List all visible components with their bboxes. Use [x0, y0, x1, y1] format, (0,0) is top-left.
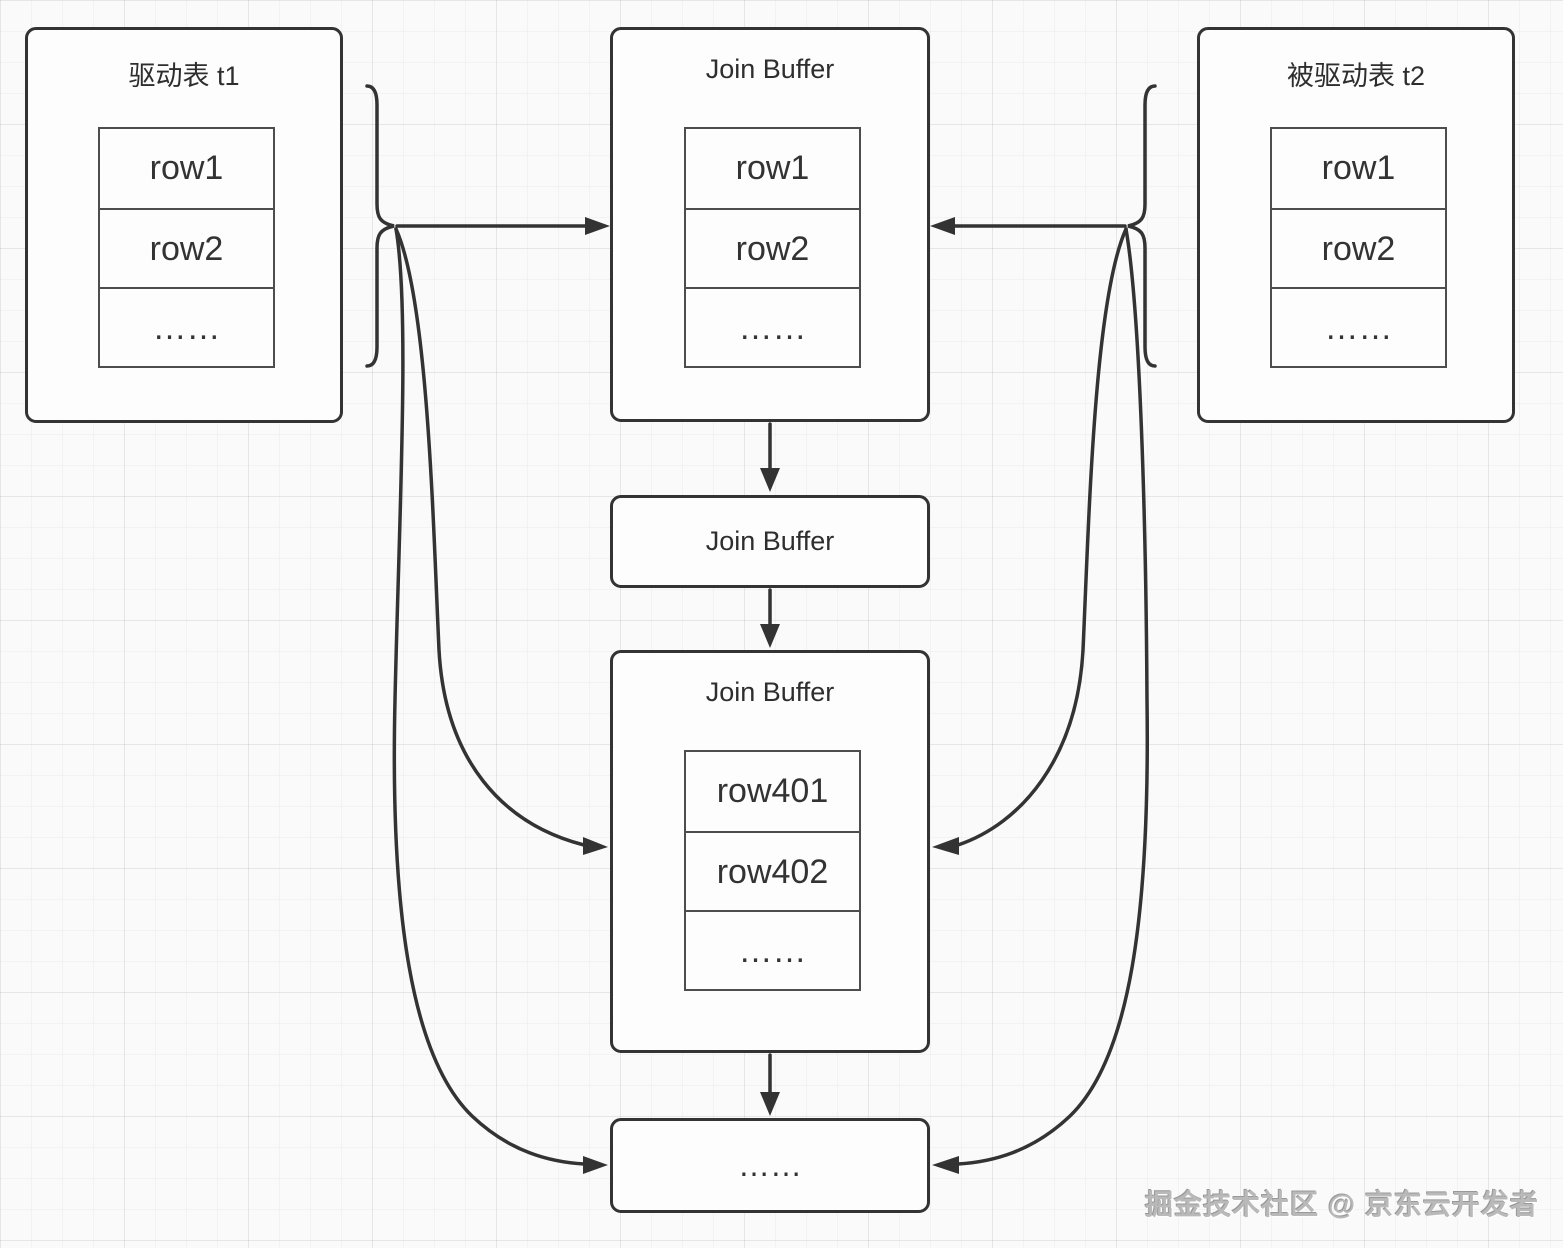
t1-row-table: row1 row2 ……	[98, 127, 275, 368]
table-row: row2	[100, 208, 273, 287]
box-join-buffer-top-title: Join Buffer	[705, 54, 835, 84]
table-row: ……	[686, 910, 859, 989]
arrow-joinbuffer-down1-head	[760, 468, 780, 492]
table-row: row2	[686, 208, 859, 287]
table-row: row1	[149, 149, 224, 187]
table-row: row1	[1321, 149, 1396, 187]
box-join-buffer-bottom: Join Buffer row401 row402 ……	[610, 650, 930, 1053]
join-buffer-bottom-row-table: row401 row402 ……	[684, 750, 861, 991]
curve-t1-to-joinbuffer-bottom	[394, 227, 586, 847]
table-row: row401	[716, 772, 829, 810]
box-result-label: ……	[738, 1147, 802, 1183]
table-row: ……	[686, 287, 859, 366]
box-join-buffer-top: Join Buffer row1 row2 ……	[610, 27, 930, 422]
left-brace	[365, 84, 395, 368]
join-buffer-top-row-table: row1 row2 ……	[684, 127, 861, 368]
curve-t1-to-result-head	[583, 1156, 608, 1174]
box-join-buffer-small: Join Buffer	[610, 495, 930, 588]
arrow-joinbuffer-down3-head	[760, 1092, 780, 1116]
box-driving-table-t1: 驱动表 t1 row1 row2 ……	[25, 27, 343, 423]
table-row: row402	[686, 831, 859, 910]
box-join-buffer-small-title: Join Buffer	[705, 526, 835, 556]
curve-t2-to-joinbuffer-bottom-head	[932, 837, 959, 855]
table-row: row2	[1272, 208, 1445, 287]
box-driving-table-t1-title: 驱动表 t1	[128, 61, 240, 91]
curve-t2-to-result	[956, 227, 1150, 1166]
watermark: 掘金技术社区 @ 京东云开发者	[1145, 1189, 1539, 1220]
curve-t2-to-joinbuffer-bottom	[956, 227, 1128, 847]
curve-t1-to-joinbuffer-bottom-head	[583, 837, 608, 855]
right-brace	[1127, 84, 1157, 368]
table-row: ……	[1272, 287, 1445, 366]
t2-row-table: row1 row2 ……	[1270, 127, 1447, 368]
arrow-joinbuffer-down2-head	[760, 624, 780, 648]
arrow-t1-to-joinbuffer-head	[585, 217, 610, 235]
box-join-buffer-bottom-title: Join Buffer	[705, 677, 835, 707]
curve-t1-to-result	[392, 227, 586, 1166]
arrow-t2-to-joinbuffer-head	[930, 217, 955, 235]
curve-t2-to-result-head	[932, 1156, 959, 1174]
table-row: row1	[735, 149, 810, 187]
box-result: ……	[610, 1118, 930, 1213]
box-driven-table-t2: 被驱动表 t2 row1 row2 ……	[1197, 27, 1515, 423]
table-row: ……	[100, 287, 273, 366]
box-driven-table-t2-title: 被驱动表 t2	[1286, 61, 1426, 91]
